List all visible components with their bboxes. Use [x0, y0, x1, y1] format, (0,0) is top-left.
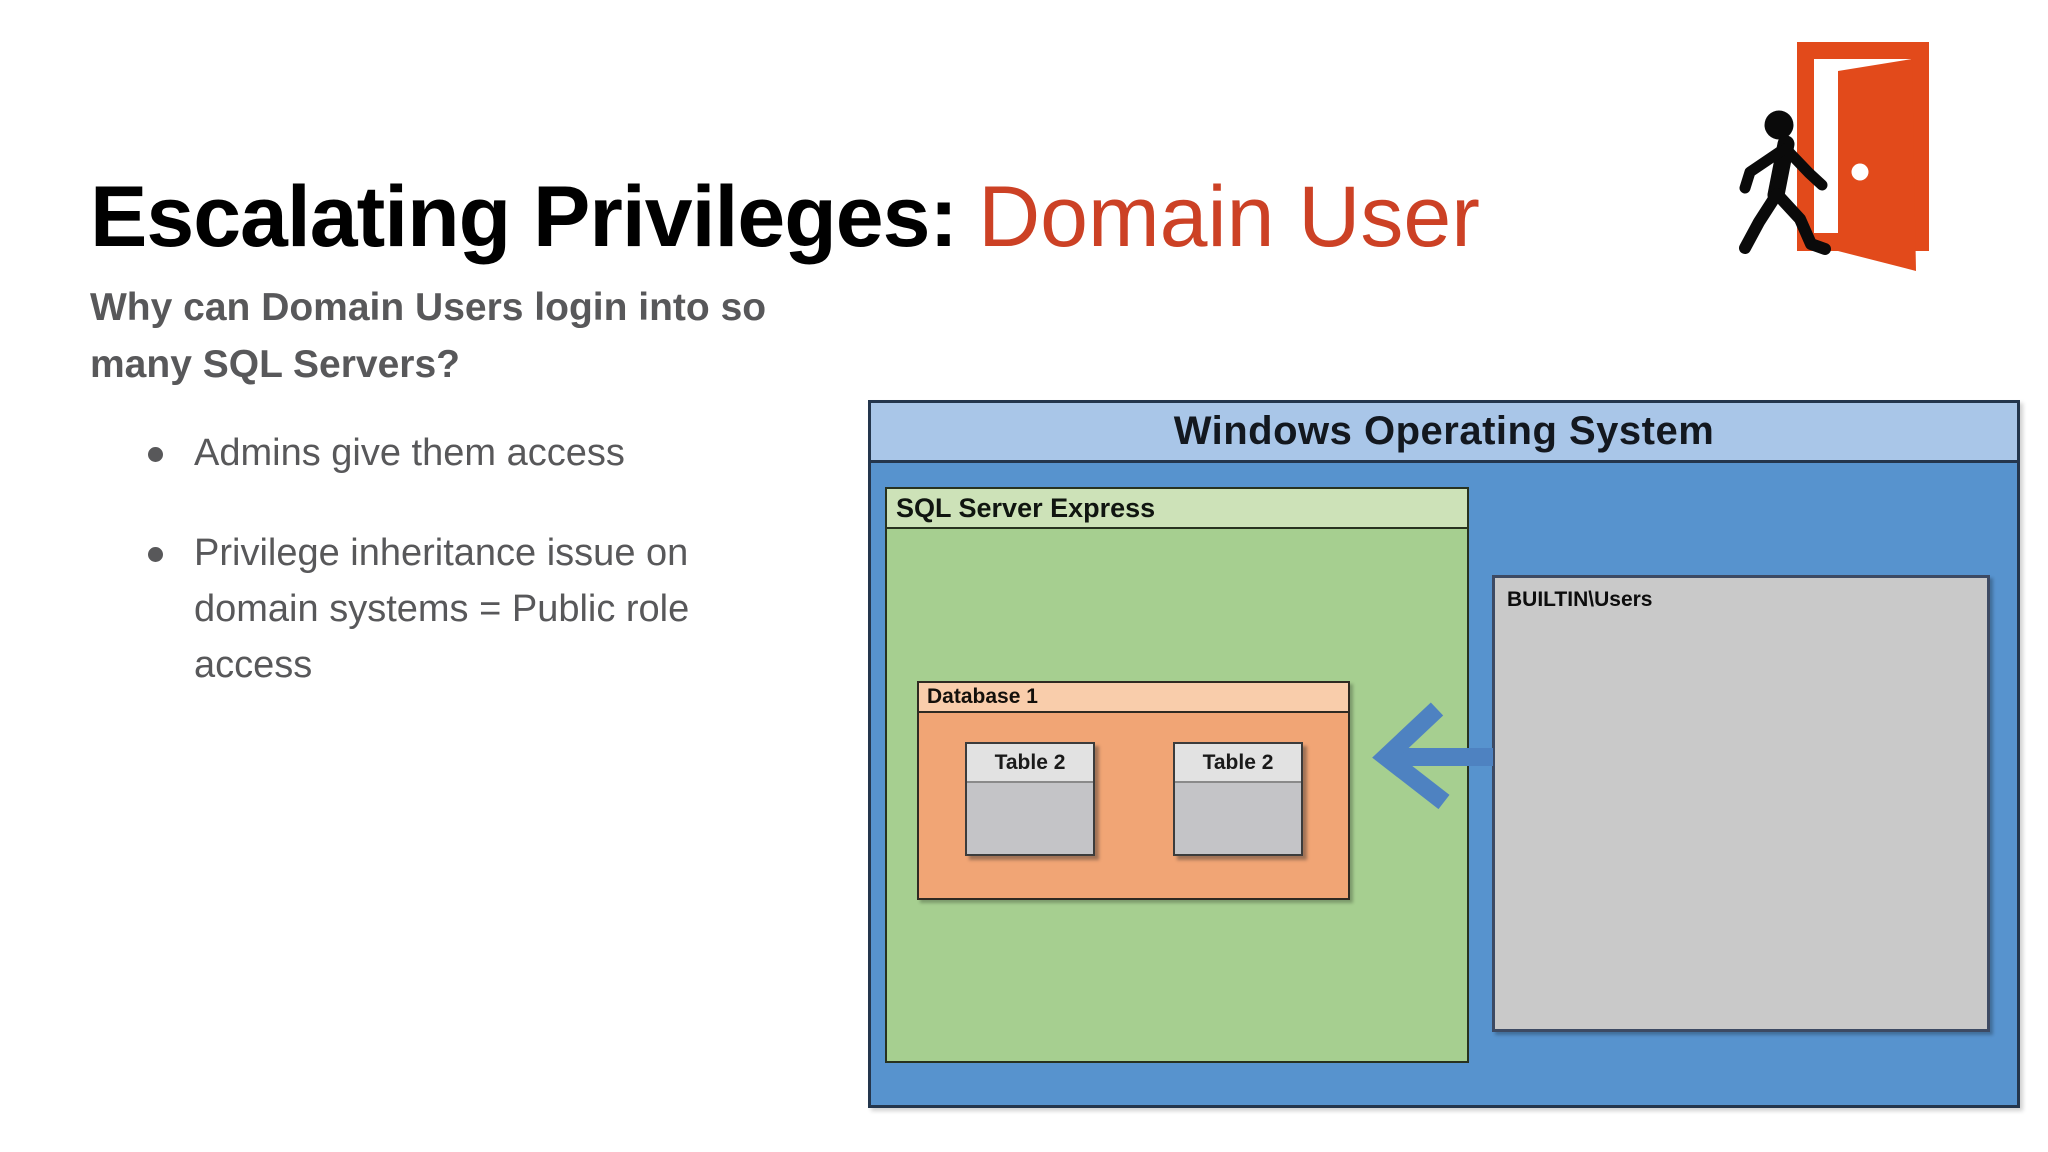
sql-server-express-label: SQL Server Express [887, 489, 1467, 529]
database1-label: Database 1 [919, 683, 1348, 713]
table2-box-right: Table 2 [1173, 742, 1303, 856]
title-black-part: Escalating Privileges: [90, 168, 958, 265]
door-panel-icon [1838, 59, 1916, 271]
question-text: Why can Domain Users login into so many … [90, 286, 767, 386]
bullet-dot-icon [148, 447, 163, 462]
list-item: Privilege inheritance issue on domain sy… [148, 526, 746, 694]
builtin-users-label: BUILTIN\Users [1507, 588, 1653, 611]
bullet-text: Privilege inheritance issue on domain sy… [194, 531, 690, 686]
os-diagram: Windows Operating System SQL Server Expr… [868, 400, 2020, 1108]
door-exit-icon-svg [1739, 42, 1929, 271]
bullet-list: Admins give them access Privilege inheri… [148, 426, 746, 737]
left-arrow-icon [1372, 702, 1493, 810]
table2-left-label: Table 2 [967, 744, 1093, 783]
bullet-dot-icon [148, 546, 163, 562]
list-item: Admins give them access [148, 426, 746, 482]
windows-os-header: Windows Operating System [871, 403, 2017, 463]
title-red-part: Domain User [978, 168, 1480, 265]
sql-server-express-box: SQL Server Express Database 1 Table 2 Ta… [885, 487, 1469, 1063]
table2-box-left: Table 2 [965, 742, 1095, 856]
walking-person-icon [1739, 110, 1831, 255]
bullet-text: Admins give them access [194, 432, 625, 474]
database1-box: Database 1 Table 2 Table 2 [917, 681, 1350, 900]
builtin-users-box: BUILTIN\Users [1492, 575, 1990, 1032]
door-exit-icon [1733, 36, 1935, 278]
page-title: Escalating Privileges:Domain User [90, 174, 1480, 260]
table2-right-label: Table 2 [1175, 744, 1301, 783]
